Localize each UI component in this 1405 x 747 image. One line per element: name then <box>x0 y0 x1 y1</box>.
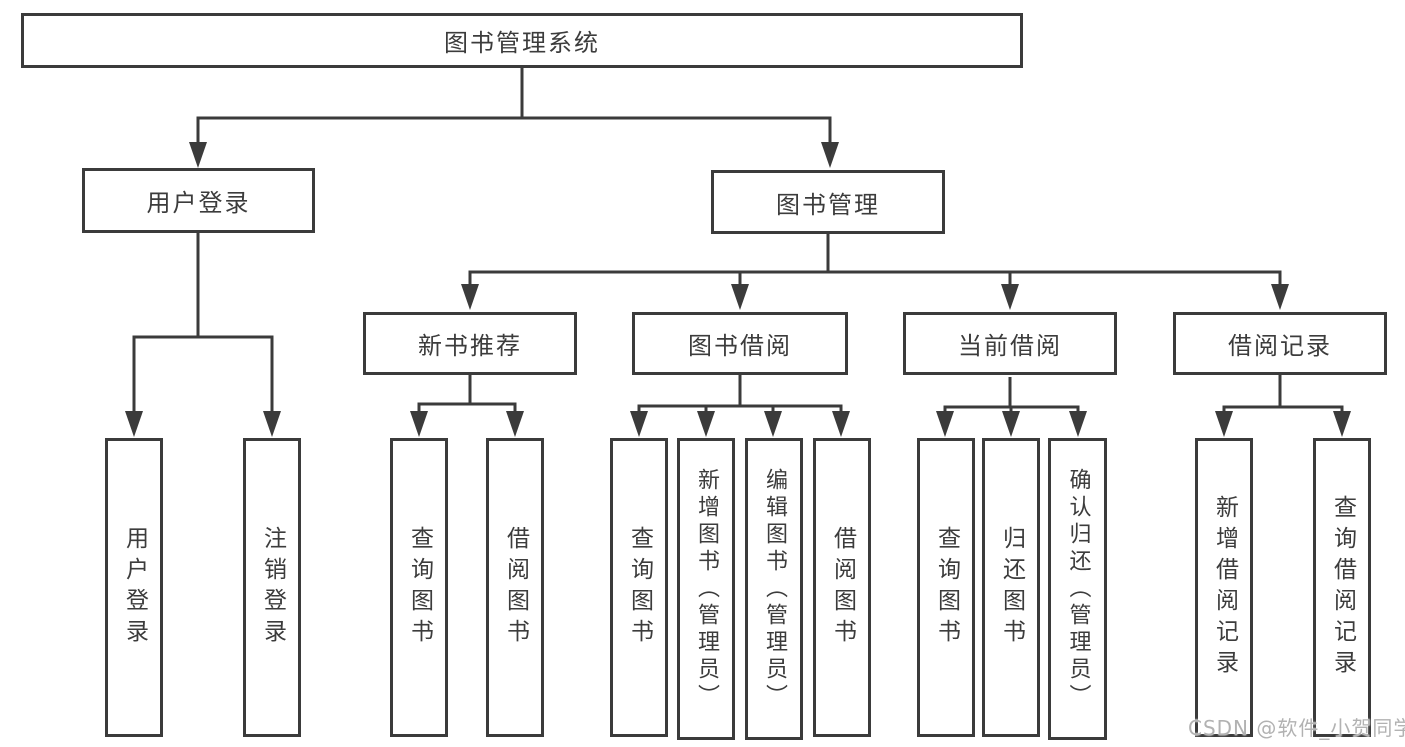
leaf-records-add-record: 新增借阅记录 <box>1195 438 1253 737</box>
arrowhead <box>1069 411 1087 437</box>
arrowhead <box>1271 284 1289 310</box>
leaf-borrow-add-books-label: 新增图书（管理员） <box>694 467 719 711</box>
arrowhead <box>832 411 850 437</box>
arrowhead <box>189 142 207 168</box>
arrowhead <box>630 411 648 437</box>
leaf-rec-borrow-books-label: 借阅图书 <box>502 525 529 650</box>
leaf-records-add-record-label: 新增借阅记录 <box>1211 494 1238 681</box>
node-book-mgmt-label: 图书管理 <box>776 190 880 219</box>
connector-root-to-level2 <box>196 68 832 146</box>
node-root: 图书管理系统 <box>21 13 1023 68</box>
leaf-borrow-add-books: 新增图书（管理员） <box>677 438 735 740</box>
arrowhead <box>821 142 839 168</box>
leaf-borrow-borrow-books: 借阅图书 <box>813 438 871 737</box>
arrowhead <box>1001 284 1019 310</box>
node-new-book-rec: 新书推荐 <box>363 312 577 375</box>
leaf-current-return-books-label: 归还图书 <box>998 525 1025 650</box>
connector-book-mgmt-to-level3 <box>468 234 1282 288</box>
leaf-borrow-query-books-label: 查询图书 <box>626 525 653 650</box>
leaf-current-query-books-label: 查询图书 <box>933 525 960 650</box>
leaf-logout: 注销登录 <box>243 438 301 737</box>
leaf-borrow-query-books: 查询图书 <box>610 438 668 737</box>
node-borrow-records-label: 借阅记录 <box>1228 332 1332 360</box>
leaf-current-confirm-return-label: 确认归还（管理员） <box>1065 467 1091 711</box>
arrowhead <box>263 411 281 437</box>
connector-book-borrow-to-leaves <box>637 375 843 415</box>
arrowhead <box>461 284 479 310</box>
leaf-user-login-label: 用户登录 <box>121 525 148 650</box>
leaf-current-return-books: 归还图书 <box>982 438 1040 737</box>
node-new-book-rec-label: 新书推荐 <box>418 332 522 360</box>
arrowhead <box>764 411 782 437</box>
arrowhead <box>731 284 749 310</box>
connector-current-borrow-to-leaves <box>943 377 1080 415</box>
leaf-records-query-record-label: 查询借阅记录 <box>1329 494 1356 681</box>
arrowhead <box>125 411 143 437</box>
node-user-login-label: 用户登录 <box>146 189 251 217</box>
node-root-label: 图书管理系统 <box>444 29 600 57</box>
node-book-mgmt: 图书管理 <box>711 170 945 234</box>
leaf-rec-query-books-label: 查询图书 <box>406 525 433 650</box>
node-current-borrow-label: 当前借阅 <box>958 332 1062 360</box>
arrowhead <box>506 411 524 437</box>
leaf-borrow-edit-books-label: 编辑图书（管理员） <box>762 467 787 711</box>
leaf-rec-query-books: 查询图书 <box>390 438 448 737</box>
arrowhead <box>410 411 428 437</box>
leaf-current-query-books: 查询图书 <box>917 438 975 737</box>
leaf-borrow-borrow-books-label: 借阅图书 <box>829 525 856 650</box>
connector-borrow-records-to-leaves <box>1222 375 1344 415</box>
arrowhead <box>697 411 715 437</box>
arrowheads <box>125 142 1351 437</box>
node-borrow-records: 借阅记录 <box>1173 312 1387 375</box>
leaf-rec-borrow-books: 借阅图书 <box>486 438 544 737</box>
leaf-logout-label: 注销登录 <box>259 525 286 650</box>
connector-user-login-to-leaves <box>132 233 274 414</box>
node-user-login: 用户登录 <box>82 168 315 233</box>
arrowhead <box>1215 411 1233 437</box>
connector-new-book-rec-to-leaves <box>417 375 517 415</box>
arrowhead <box>1333 411 1351 437</box>
leaf-borrow-edit-books: 编辑图书（管理员） <box>745 438 803 740</box>
node-current-borrow: 当前借阅 <box>903 312 1117 375</box>
node-book-borrow: 图书借阅 <box>632 312 848 375</box>
node-book-borrow-label: 图书借阅 <box>688 332 792 360</box>
arrowhead <box>936 411 954 437</box>
arrowhead <box>1002 411 1020 437</box>
leaf-user-login: 用户登录 <box>105 438 163 737</box>
csdn-watermark: CSDN @软件_小贺同学 <box>1188 716 1405 740</box>
leaf-current-confirm-return: 确认归还（管理员） <box>1048 438 1107 740</box>
leaf-records-query-record: 查询借阅记录 <box>1313 438 1371 737</box>
